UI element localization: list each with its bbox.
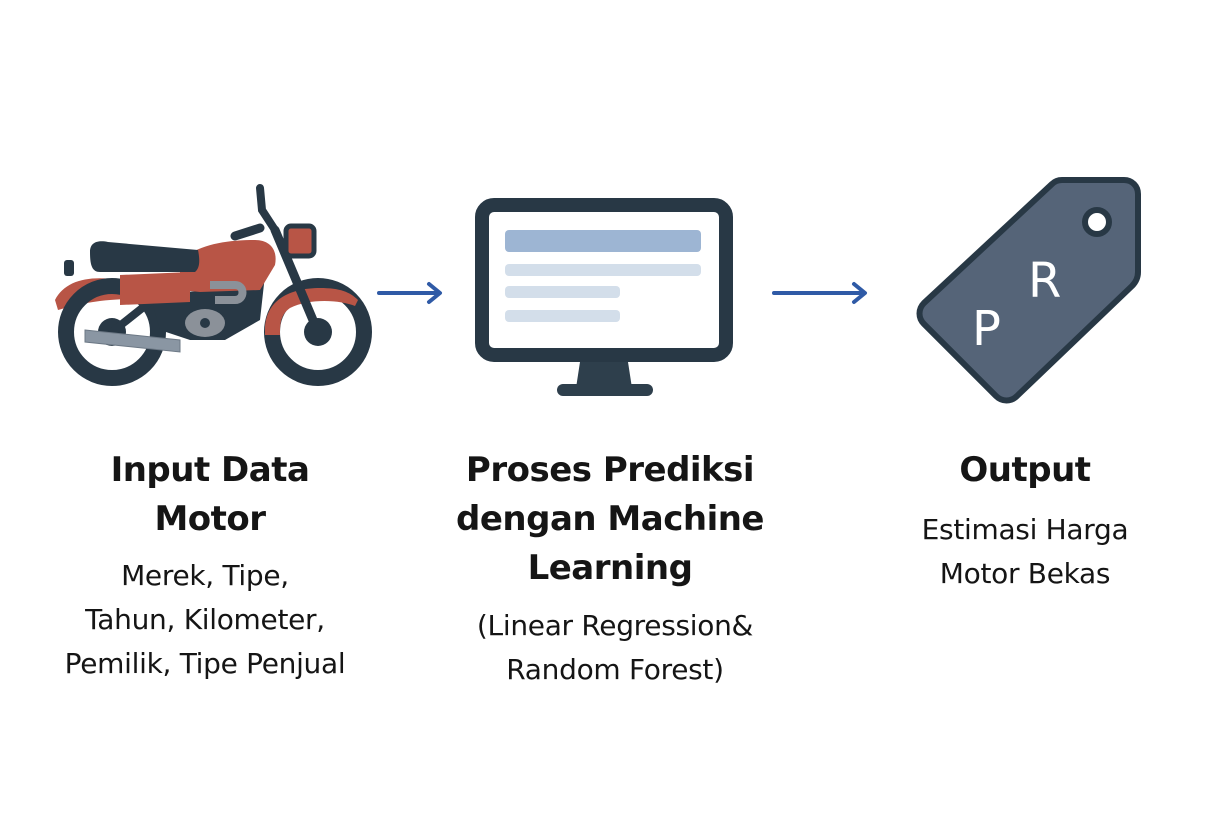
- step-input-desc: Merek, Tipe, Tahun, Kilometer, Pemilik, …: [30, 554, 380, 686]
- desc-line: (Linear Regression&: [476, 609, 754, 642]
- arrow-right-icon: [377, 282, 442, 304]
- desc-line: Tahun, Kilometer,: [85, 603, 325, 636]
- motorcycle-icon: [55, 184, 372, 386]
- desc-line: Estimasi Harga: [921, 513, 1129, 546]
- step-process-desc: (Linear Regression& Random Forest): [430, 604, 800, 692]
- desc-line: Random Forest): [506, 653, 724, 686]
- step-output-title: Output: [880, 446, 1170, 495]
- title-line: Motor: [154, 499, 266, 539]
- step-input-title: Input Data Motor: [55, 446, 365, 544]
- title-line: dengan Machine: [456, 499, 764, 539]
- title-line: Output: [959, 450, 1091, 490]
- desc-line: Merek, Tipe,: [121, 559, 289, 592]
- screen-bar-main: [505, 230, 701, 252]
- tag-letter-r: R: [1028, 253, 1061, 309]
- price-tag-icon: P R: [916, 177, 1141, 404]
- arrow-right-icon: [772, 282, 867, 304]
- desc-line: Pemilik, Tipe Penjual: [64, 647, 346, 680]
- title-line: Learning: [527, 548, 693, 588]
- monitor-icon: [475, 198, 733, 396]
- tag-letter-p: P: [972, 301, 1001, 357]
- title-line: Proses Prediksi: [465, 450, 755, 490]
- step-output-desc: Estimasi Harga Motor Bekas: [880, 508, 1170, 596]
- desc-line: Motor Bekas: [939, 557, 1111, 590]
- step-process-title: Proses Prediksi dengan Machine Learning: [420, 446, 800, 593]
- title-line: Input Data: [110, 450, 310, 490]
